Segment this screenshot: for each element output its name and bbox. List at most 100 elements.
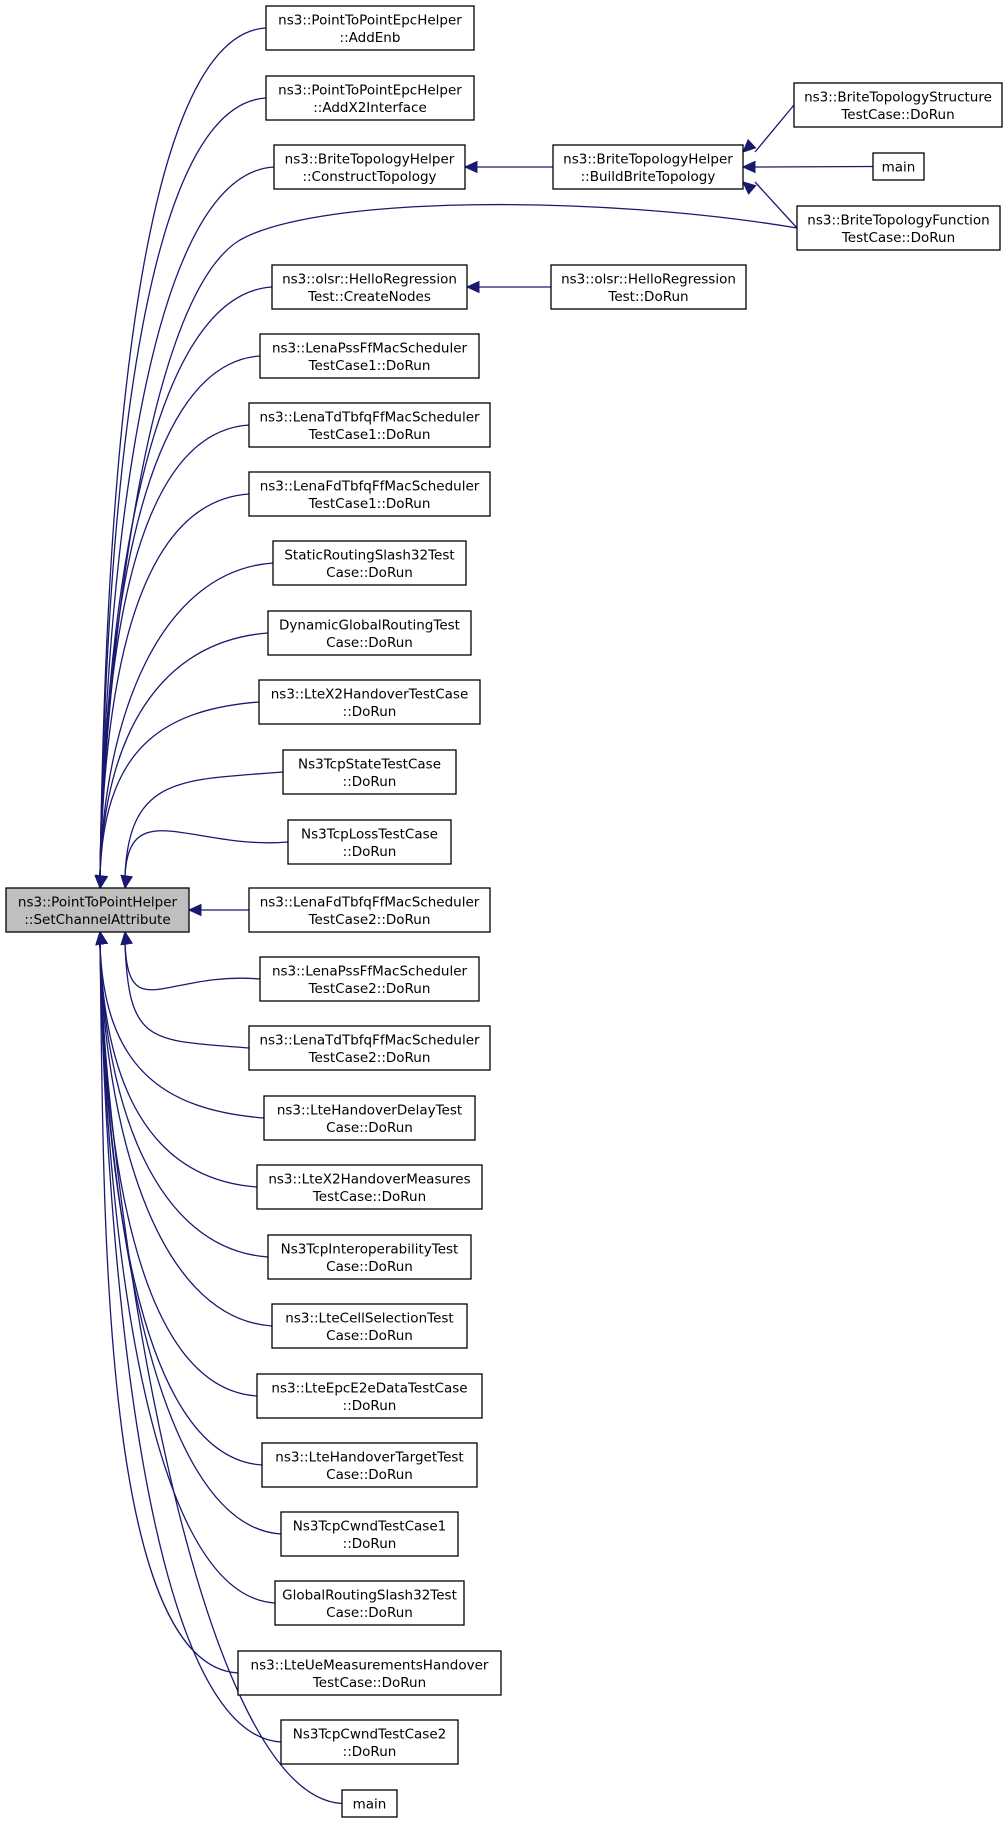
node-hellocreate-label-0: ns3::olsr::HelloRegression [282,271,457,287]
node-britefunc-label-1: TestCase::DoRun [841,230,955,246]
node-construct[interactable]: ns3::BriteTopologyHelper::ConstructTopol… [273,144,466,190]
node-uemeas[interactable]: ns3::LteUeMeasurementsHandoverTestCase::… [237,1650,502,1696]
node-hellorun-box [550,264,747,310]
node-epce2e-box [256,1373,483,1419]
edge-cwnd1-to-focus-line [99,943,282,1535]
node-global32-box [274,1580,465,1626]
edge-hodelay-to-focus [95,930,265,1119]
node-tcploss-label-0: Ns3TcpLossTestCase [301,826,438,842]
node-td2-label-1: TestCase2::DoRun [308,1050,431,1066]
node-td2-label-0: ns3::LenaTdTbfqFfMacScheduler [259,1032,480,1048]
node-fd2[interactable]: ns3::LenaFdTbfqFfMacSchedulerTestCase2::… [248,887,491,933]
node-fd2-label-1: TestCase2::DoRun [308,912,431,928]
node-hodelay-label-1: Case::DoRun [326,1120,413,1136]
node-addx2-box [265,75,475,121]
node-addx2[interactable]: ns3::PointToPointEpcHelper::AddX2Interfa… [265,75,475,121]
node-buildbrite-label-0: ns3::BriteTopologyHelper [563,151,733,167]
node-cellsel-label-1: Case::DoRun [326,1328,413,1344]
edge-static32-to-focus-line [99,562,274,877]
node-td2[interactable]: ns3::LenaTdTbfqFfMacSchedulerTestCase2::… [248,1025,491,1071]
node-main2[interactable]: main [341,1789,398,1818]
node-hellocreate[interactable]: ns3::olsr::HelloRegressionTest::CreateNo… [271,264,468,310]
node-addx2-label-0: ns3::PointToPointEpcHelper [278,82,462,98]
node-britefunc[interactable]: ns3::BriteTopologyFunctionTestCase::DoRu… [796,205,1001,251]
edge-main1-to-buildbrite [741,160,874,174]
node-focus-label-0: ns3::PointToPointHelper [18,894,178,910]
node-pss2[interactable]: ns3::LenaPssFfMacSchedulerTestCase2::DoR… [259,956,480,1002]
node-construct-label-1: ::ConstructTopology [302,169,436,185]
node-addenb-box [265,5,475,51]
edge-fd2-to-focus [187,903,249,917]
node-x2meas-box [256,1164,483,1210]
node-main1[interactable]: main [872,152,925,181]
edge-fd1-to-focus-line [99,493,250,877]
edge-tcpstate-to-focus [120,771,284,890]
node-focus[interactable]: ns3::PointToPointHelper::SetChannelAttri… [5,887,190,933]
node-addx2-label-1: ::AddX2Interface [313,100,427,116]
node-tcploss-label-1: ::DoRun [343,844,397,860]
node-main2-box [341,1789,398,1818]
node-fd1[interactable]: ns3::LenaFdTbfqFfMacSchedulerTestCase1::… [248,471,491,517]
edge-hellocreate-to-focus-line [99,286,273,877]
node-cellsel-box [271,1303,468,1349]
node-tcpinterop-label-1: Case::DoRun [326,1259,413,1275]
node-cwnd2[interactable]: Ns3TcpCwndTestCase2::DoRun [280,1719,459,1765]
node-tcploss-box [287,819,452,865]
node-pss2-box [259,956,480,1002]
edge-ltex2-to-focus-line [99,701,260,877]
edge-td2-to-focus-arrowhead [120,930,133,946]
node-focus-label-1: ::SetChannelAttribute [24,912,170,928]
node-hellocreate-box [271,264,468,310]
edge-hotarget-to-focus-line [99,943,263,1466]
node-tcpstate-label-1: ::DoRun [343,774,397,790]
edge-main1-to-buildbrite-arrowhead [741,160,756,174]
node-dynglobal-label-0: DynamicGlobalRoutingTest [279,617,460,633]
node-britestruct[interactable]: ns3::BriteTopologyStructureTestCase::DoR… [793,82,1003,128]
node-pss1-label-1: TestCase1::DoRun [308,358,431,374]
node-pss1[interactable]: ns3::LenaPssFfMacSchedulerTestCase1::DoR… [259,333,480,379]
edge-main2-to-focus-arrowhead [95,930,108,946]
node-main2-label-0: main [353,1797,387,1813]
node-hotarget-box [261,1442,478,1488]
node-cwnd1[interactable]: Ns3TcpCwndTestCase1::DoRun [280,1511,459,1557]
node-buildbrite[interactable]: ns3::BriteTopologyHelper::BuildBriteTopo… [552,144,744,190]
node-hodelay-label-0: ns3::LteHandoverDelayTest [277,1102,462,1118]
node-britestruct-box [793,82,1003,128]
edge-addenb-to-focus [95,27,267,890]
node-tcpstate[interactable]: Ns3TcpStateTestCase::DoRun [282,749,457,795]
node-ltex2-label-0: ns3::LteX2HandoverTestCase [271,686,469,702]
edge-construct-to-focus-line [99,166,275,877]
edge-uemeas-to-focus-line [99,943,239,1674]
node-britefunc-label-0: ns3::BriteTopologyFunction [807,212,989,228]
edge-tcploss-to-focus-arrowhead [120,874,133,890]
node-construct-box [273,144,466,190]
node-dynglobal-label-1: Case::DoRun [326,635,413,651]
node-cellsel-label-0: ns3::LteCellSelectionTest [285,1310,453,1326]
node-td1[interactable]: ns3::LenaTdTbfqFfMacSchedulerTestCase1::… [248,402,491,448]
node-static32-label-0: StaticRoutingSlash32Test [284,547,454,563]
node-x2meas[interactable]: ns3::LteX2HandoverMeasuresTestCase::DoRu… [256,1164,483,1210]
node-static32-label-1: Case::DoRun [326,565,413,581]
node-cwnd1-label-0: Ns3TcpCwndTestCase1 [293,1518,446,1534]
edge-td2-to-focus-line [124,943,250,1049]
node-pss1-label-0: ns3::LenaPssFfMacScheduler [272,340,468,356]
node-epce2e[interactable]: ns3::LteEpcE2eDataTestCase::DoRun [256,1373,483,1419]
node-tcploss[interactable]: Ns3TcpLossTestCase::DoRun [287,819,452,865]
node-cwnd2-label-0: Ns3TcpCwndTestCase2 [293,1726,446,1742]
edge-td2-to-focus [120,930,250,1049]
node-td1-label-0: ns3::LenaTdTbfqFfMacScheduler [259,409,480,425]
edge-pss2-to-focus [120,930,261,991]
edge-hodelay-to-focus-line [99,943,265,1119]
node-ltex2[interactable]: ns3::LteX2HandoverTestCase::DoRun [258,679,481,725]
node-epce2e-label-0: ns3::LteEpcE2eDataTestCase [271,1380,467,1396]
node-addenb[interactable]: ns3::PointToPointEpcHelper::AddEnb [265,5,475,51]
